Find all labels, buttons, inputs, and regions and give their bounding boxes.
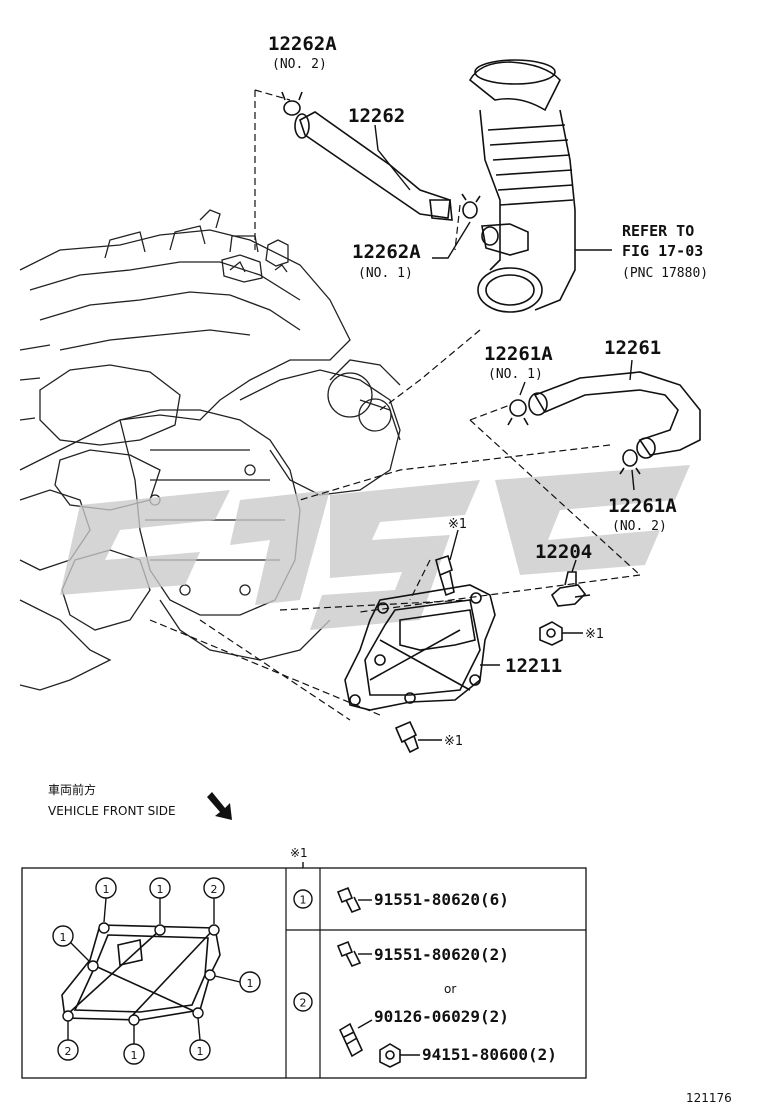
inset-marker: 1 bbox=[157, 883, 164, 896]
callout-12262a-top-sub: (NO. 2) bbox=[272, 57, 327, 72]
note-mark-nut: ※1 bbox=[585, 627, 604, 642]
inset-marker: 1 bbox=[103, 883, 110, 896]
clamp-12262a-no1 bbox=[461, 193, 481, 219]
callout-12211: 12211 bbox=[505, 655, 562, 677]
leader-lines bbox=[374, 124, 635, 491]
inset-marker: 1 bbox=[131, 1049, 138, 1062]
table-header-mark: ※1 bbox=[290, 846, 308, 860]
inset-markers: 1 1 2 1 1 2 1 1 bbox=[52, 877, 261, 1065]
stud-icon bbox=[338, 1022, 364, 1058]
callout-12262a-mid: 12262A bbox=[352, 241, 421, 263]
hose-12262 bbox=[294, 111, 453, 221]
refer-line2: FIG 17-03 bbox=[622, 242, 703, 260]
inset-marker: 1 bbox=[197, 1045, 204, 1058]
row2-part-c: 94151-80600(2) bbox=[422, 1045, 557, 1064]
bolt-icon bbox=[336, 886, 362, 914]
front-arrow-icon bbox=[207, 792, 232, 820]
row2-part-b: 90126-06029(2) bbox=[374, 1007, 509, 1026]
air-intake-hose bbox=[468, 59, 576, 313]
inset-marker: 2 bbox=[211, 883, 218, 896]
hose-12261 bbox=[528, 371, 701, 459]
bolt bbox=[394, 720, 442, 754]
inset-marker: 1 bbox=[247, 977, 254, 990]
refer-line3: (PNC 17880) bbox=[622, 266, 708, 281]
callout-12261a-bot: 12261A bbox=[608, 495, 677, 517]
row2-number: 2 bbox=[300, 997, 307, 1010]
clamp-12262a-no2 bbox=[281, 91, 303, 116]
clamp-12261a-no1 bbox=[507, 399, 529, 426]
row1-number: 1 bbox=[300, 894, 307, 907]
callout-12261: 12261 bbox=[604, 337, 661, 359]
stud-bolt bbox=[435, 529, 459, 597]
note-mark-bolt: ※1 bbox=[444, 734, 463, 749]
row2-or: or bbox=[444, 982, 456, 996]
row2-part-a: 91551-80620(2) bbox=[374, 945, 509, 964]
callout-12261a-bot-sub: (NO. 2) bbox=[612, 519, 667, 534]
inset-marker: 2 bbox=[65, 1045, 72, 1058]
projection-lines bbox=[149, 89, 641, 721]
callout-labels: 12262A (NO. 2) 12262 12262A (NO. 1) REFE… bbox=[268, 33, 708, 749]
bolt-icon bbox=[336, 940, 362, 968]
note-mark-stud: ※1 bbox=[448, 517, 467, 532]
callout-12262a-mid-sub: (NO. 1) bbox=[358, 266, 413, 281]
callout-12262a-top: 12262A bbox=[268, 33, 337, 55]
watermark-logo bbox=[60, 465, 690, 630]
inset-bracket-sketch bbox=[61, 897, 241, 1045]
front-label-en: VEHICLE FRONT SIDE bbox=[48, 804, 176, 818]
nut-icon bbox=[379, 1043, 401, 1068]
pcv-valve-12204 bbox=[550, 559, 591, 607]
front-label-jp: 車両前方 bbox=[48, 782, 96, 797]
callout-12204: 12204 bbox=[535, 541, 592, 563]
inset-marker: 1 bbox=[60, 931, 67, 944]
refer-line1: REFER TO bbox=[622, 222, 694, 240]
nut bbox=[539, 621, 583, 646]
callout-12262: 12262 bbox=[348, 105, 405, 127]
row1-part-number: 91551-80620(6) bbox=[374, 890, 509, 909]
callout-12261a-top-sub: (NO. 1) bbox=[488, 367, 543, 382]
vehicle-front-indicator: 車両前方 VEHICLE FRONT SIDE bbox=[48, 782, 232, 820]
callout-12261a-top: 12261A bbox=[484, 343, 553, 365]
bracket-12211 bbox=[344, 584, 500, 711]
diagram-id: 121176 bbox=[686, 1091, 732, 1105]
fastener-table: ※1 1 91551-80620(6) 2 91551-80620(2) or … bbox=[21, 846, 587, 1079]
clamp-12261a-no2 bbox=[619, 449, 641, 475]
